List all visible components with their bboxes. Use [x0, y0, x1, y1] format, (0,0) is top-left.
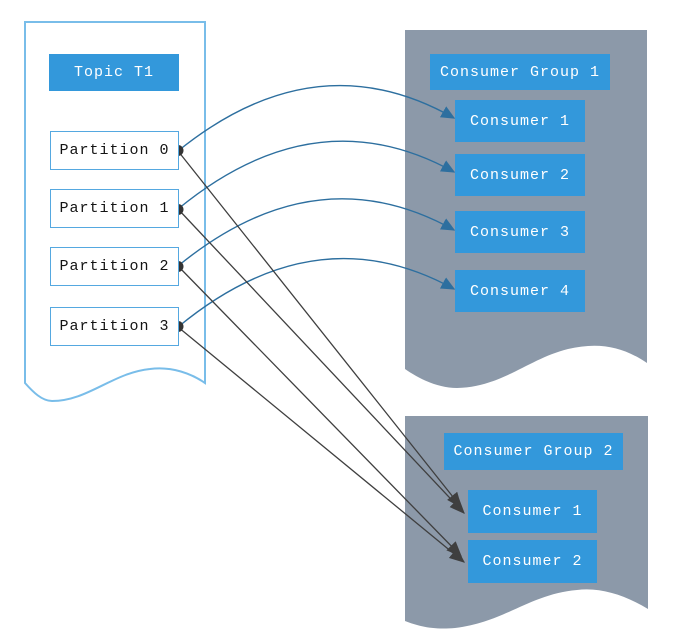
cg2-consumer-2-label: Consumer 2	[482, 553, 583, 570]
arc-partition3-cg1-consumer4	[177, 257, 456, 328]
line-partition2-cg2-consumer2	[177, 265, 462, 557]
line-partition1-cg2-consumer1	[177, 208, 465, 514]
cg1-consumer-4-node: Consumer 4	[455, 270, 585, 312]
arc-partition0-cg1-consumer1	[177, 84, 456, 152]
consumer-group-1-title-box: Consumer Group 1	[430, 54, 610, 90]
cg1-consumer-2-label: Consumer 2	[469, 166, 570, 184]
consumer-group-2-title-box: Consumer Group 2	[444, 433, 623, 470]
cg2-consumer-2-node: Consumer 2	[468, 540, 597, 583]
cg1-consumer-3-label: Consumer 3	[469, 223, 570, 241]
partition-1-label: Partition 1	[59, 200, 170, 217]
arc-partition1-cg1-consumer2	[177, 140, 456, 210]
partition-2-node: Partition 2	[50, 247, 179, 286]
cg2-consumer-1-node: Consumer 1	[468, 490, 597, 533]
cg1-consumer-1-node: Consumer 1	[455, 100, 585, 142]
line-partition3-cg2-consumer2	[177, 326, 466, 563]
partition-3-label: Partition 3	[59, 318, 170, 335]
topic-title-box: Topic T1	[49, 54, 179, 91]
cg1-consumer-2-node: Consumer 2	[455, 154, 585, 196]
partition-2-label: Partition 2	[59, 258, 170, 275]
consumer-group-1-title-label: Consumer Group 1	[439, 63, 601, 81]
consumer-group-2-title-label: Consumer Group 2	[453, 443, 614, 460]
line-partition0-cg2-consumer1	[177, 150, 462, 509]
partition-3-node: Partition 3	[50, 307, 179, 346]
cg2-consumer-1-label: Consumer 1	[482, 503, 583, 520]
topic-title-label: Topic T1	[73, 64, 154, 81]
partition-0-node: Partition 0	[50, 131, 179, 170]
cg1-consumer-1-label: Consumer 1	[469, 112, 570, 130]
partition-1-node: Partition 1	[50, 189, 179, 228]
cg1-consumer-3-node: Consumer 3	[455, 211, 585, 253]
arc-partition2-cg1-consumer3	[177, 198, 456, 267]
cg1-consumer-4-label: Consumer 4	[469, 282, 570, 300]
partition-0-label: Partition 0	[59, 142, 170, 159]
